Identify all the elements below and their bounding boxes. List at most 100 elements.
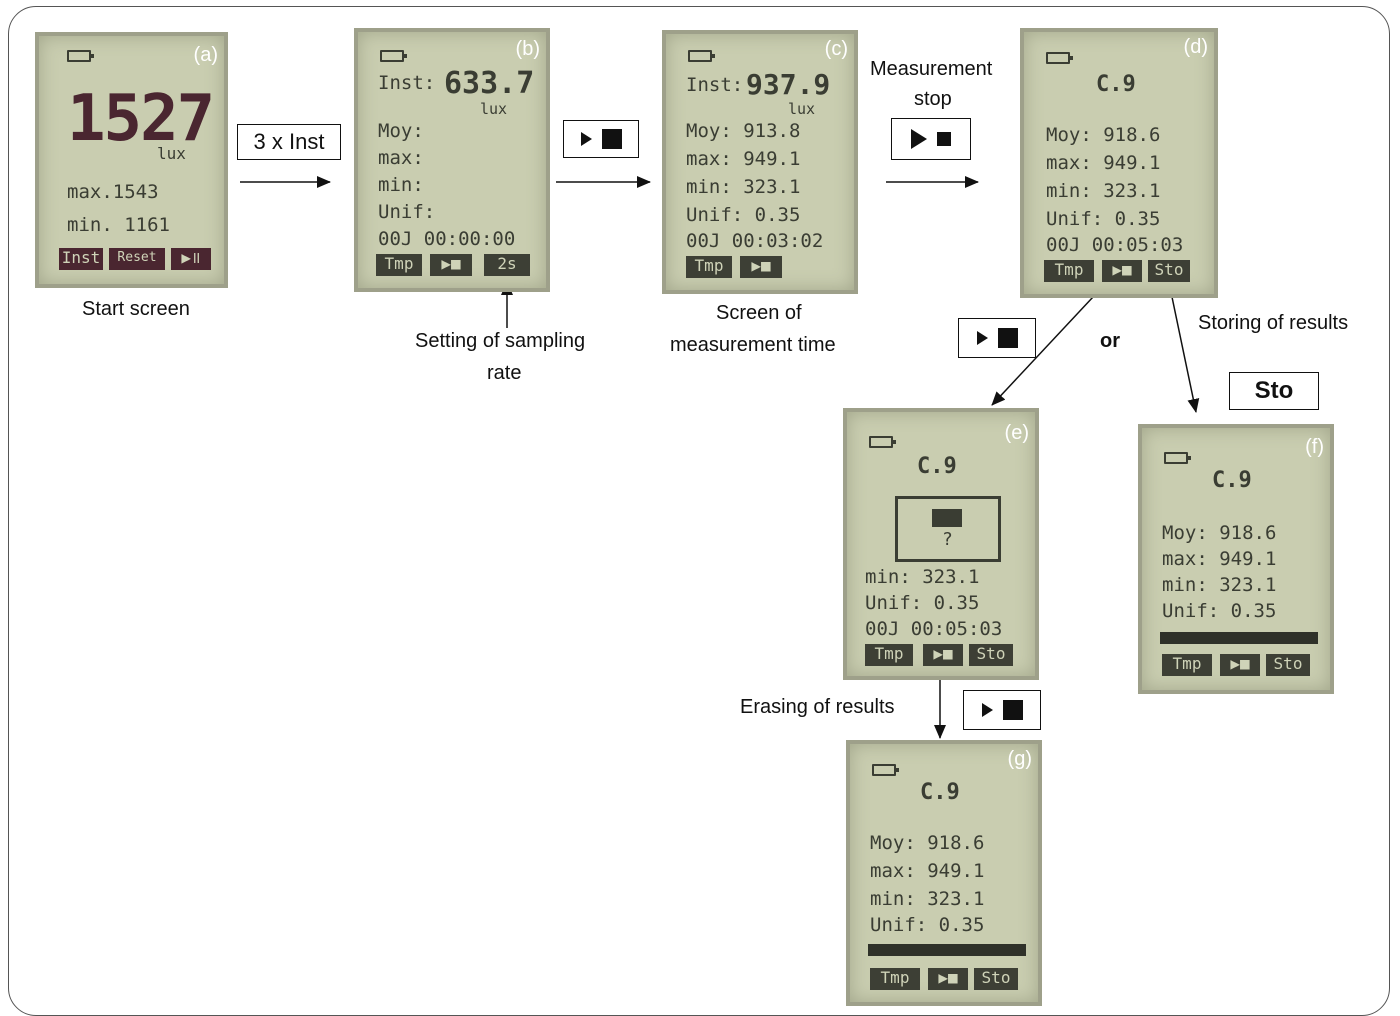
min-row: min: 323.1 [686,176,801,198]
play-stop-button-g[interactable] [963,690,1041,730]
screen-tag: (b) [515,38,540,60]
inst-x3-button[interactable]: 3 x Inst [237,124,341,160]
caption-meas-time-1: Screen of [716,302,802,324]
unif-row: Unif: 0.35 [1162,600,1277,622]
question-mark: ? [942,529,953,550]
play-stop-key[interactable]: ▶■ [928,968,968,990]
tmp-key[interactable]: Tmp [686,256,732,278]
sto-button[interactable]: Sto [1229,372,1319,410]
screen-tag: (d) [1183,36,1208,58]
sto-key[interactable]: Sto [974,968,1018,990]
caption-or: or [1100,330,1120,352]
tmp-key[interactable]: Tmp [376,254,422,276]
screen-g: (g) C.9 Moy: 918.6 max: 949.1 min: 323.1… [846,740,1042,1006]
unif-row: Unif: 0.35 [686,204,801,226]
stop-icon [997,328,1018,348]
screen-tag: (g) [1007,748,1032,770]
sto-key[interactable]: Sto [969,644,1013,666]
reset-key[interactable]: Reset [109,248,165,270]
moy-row: Moy: 918.6 [1046,124,1161,146]
max-row: max: 949.1 [1162,548,1277,570]
time-row: 00J 00:03:02 [686,230,824,252]
channel-title: C.9 [917,454,957,479]
min-row: min: [378,174,424,196]
moy-row: Moy: 913.8 [686,120,801,142]
battery-icon [67,50,94,62]
caption-storing: Storing of results [1198,312,1349,334]
battery-icon [1046,52,1073,64]
time-row: 00J 00:05:03 [865,618,1003,640]
caption-meas-time-2: measurement time [670,334,836,356]
tmp-key[interactable]: Tmp [865,644,913,666]
battery-icon [688,50,715,62]
play-stop-key[interactable]: ▶■ [1102,260,1142,282]
sto-key[interactable]: Sto [1266,654,1310,676]
max-row: max: [378,147,424,169]
erase-confirm-popup[interactable]: ? [895,496,1001,562]
unit-label: lux [788,100,816,118]
tmp-key[interactable]: Tmp [1044,260,1094,282]
screen-tag: (f) [1305,436,1324,458]
storage-progress-bar [1160,632,1318,644]
inst-key[interactable]: Inst [59,248,103,270]
caption-meas-stop-2: stop [914,88,952,110]
inst-value: 633.7 [444,66,535,101]
play-stop-icon [932,509,962,527]
screen-f: (f) C.9 Moy: 918.6 max: 949.1 min: 323.1… [1138,424,1334,694]
play-stop-button-e[interactable] [958,318,1036,358]
min-row: min: 323.1 [865,566,980,588]
max-row: max: 949.1 [870,860,985,882]
moy-row: Moy: [378,120,424,142]
min-row: min: 323.1 [1162,574,1277,596]
storage-progress-bar [868,944,1026,956]
screen-tag: (c) [824,38,848,60]
arrow-d-f [1171,296,1200,413]
screen-a: (a) 1527 lux max.1543 min. 1161 Inst Res… [35,32,228,288]
lux-reading: 1527 [67,82,215,156]
battery-icon [872,764,899,776]
sampling-rate-key[interactable]: 2s [484,254,530,276]
unif-row: Unif: 0.35 [870,914,985,936]
sto-key[interactable]: Sto [1148,260,1190,282]
min-value: min. 1161 [67,214,170,236]
time-row: 00J 00:05:03 [1046,234,1184,256]
play-icon [911,129,927,149]
battery-icon [1164,452,1191,464]
stop-icon [601,129,622,149]
min-row: min: 323.1 [870,888,985,910]
tmp-key[interactable]: Tmp [1162,654,1212,676]
tmp-key[interactable]: Tmp [870,968,920,990]
channel-title: C.9 [920,780,960,805]
play-stop-key[interactable]: ▶■ [1220,654,1260,676]
play-stop-button[interactable] [563,120,639,158]
play-stop-key[interactable]: ▶■ [923,644,963,666]
caption-sampling-1: Setting of sampling [415,330,586,352]
inst-label: Inst: [686,74,744,96]
moy-row: Moy: 918.6 [1162,522,1277,544]
battery-icon [380,50,407,62]
play-pause-key[interactable]: ▶॥ [171,248,211,270]
unif-row: Unif: [378,201,436,223]
play-stop-key[interactable]: ▶■ [740,256,782,278]
screen-d: (d) C.9 Moy: 918.6 max: 949.1 min: 323.1… [1020,28,1218,298]
inst-label: Inst: [378,72,436,94]
arrow-d-e [991,296,1094,406]
unif-row: Unif: 0.35 [865,592,980,614]
caption-sampling-2: rate [487,362,522,384]
stop-icon [1002,700,1023,720]
channel-title: C.9 [1096,72,1136,97]
caption-start-screen: Start screen [82,298,190,320]
screen-tag: (a) [193,44,218,66]
moy-row: Moy: 918.6 [870,832,985,854]
inst-value: 937.9 [746,68,831,101]
screen-b: (b) Inst: 633.7 lux Moy: max: min: Unif:… [354,28,550,292]
caption-erasing: Erasing of results [740,696,895,718]
time-row: 00J 00:00:00 [378,228,516,250]
channel-title: C.9 [1212,468,1252,493]
max-row: max: 949.1 [686,148,801,170]
stop-button[interactable] [891,118,971,160]
play-stop-key[interactable]: ▶■ [430,254,472,276]
play-icon [976,331,988,345]
max-value: max.1543 [67,181,159,203]
battery-icon [869,436,896,448]
